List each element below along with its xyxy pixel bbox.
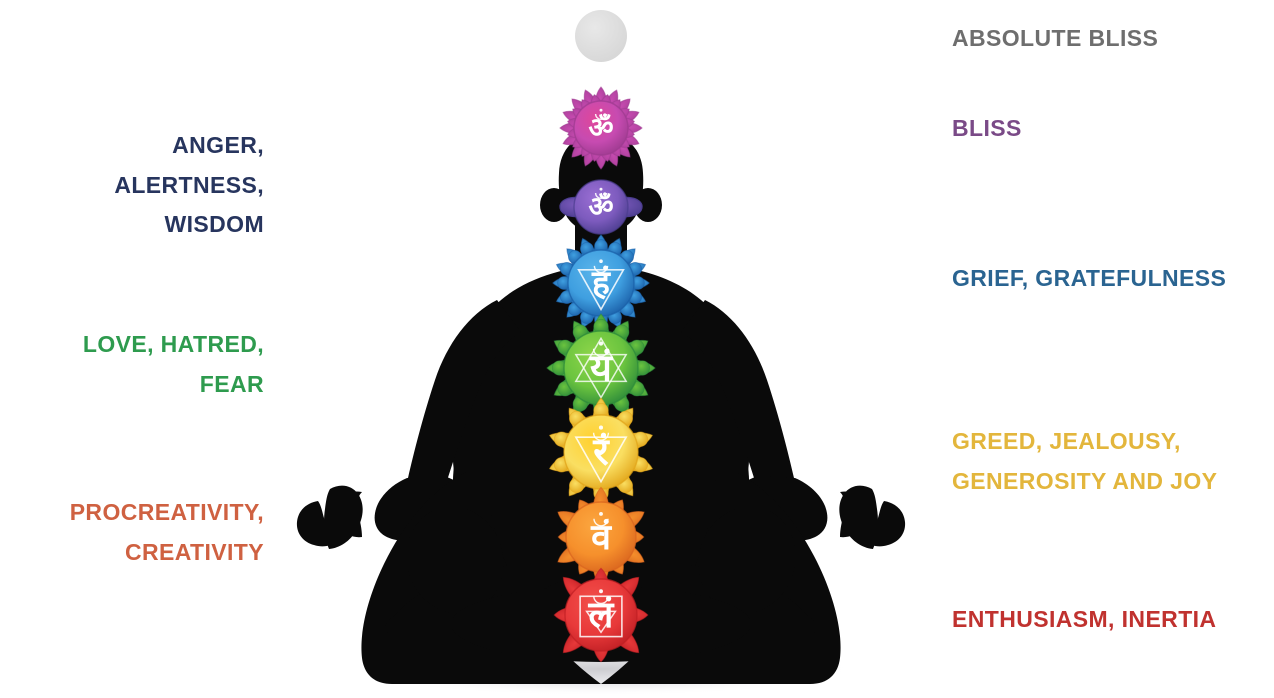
label-greed-jealousy-generosity-and-joy: GREED, JEALOUSY, GENEROSITY AND JOY <box>952 428 1218 494</box>
chakra-seed-glyph-sacral: वं <box>590 517 612 558</box>
chakra-seed-glyph-crown: ॐ <box>588 112 613 144</box>
chakra-soul-star[interactable] <box>575 10 627 62</box>
label-enthusiasm-inertia: ENTHUSIASM, INERTIA <box>952 606 1217 632</box>
chakra-seed-glyph-solar-plexus: रं <box>592 430 610 474</box>
chakra-root[interactable]: लं <box>545 559 657 671</box>
chakra-heart[interactable]: यं <box>544 311 659 426</box>
chakra-third-eye[interactable]: ॐ <box>559 165 643 249</box>
label-procreativity-creativity: PROCREATIVITY, CREATIVITY <box>69 499 264 565</box>
label-grief-gratefulness: GRIEF, GRATEFULNESS <box>952 265 1227 291</box>
chakra-sacral[interactable]: वं <box>547 483 656 592</box>
chakra-crown[interactable]: ॐ <box>559 86 643 170</box>
chakra-seed-glyph-third-eye: ॐ <box>588 191 613 223</box>
label-love-hatred-fear: LOVE, HATRED, FEAR <box>82 331 264 397</box>
label-bliss: BLISS <box>952 115 1022 141</box>
chakra-seed-glyph-heart: यं <box>589 346 613 390</box>
chakra-seed-glyph-root: लं <box>588 593 615 636</box>
label-anger-alertness-wisdom: ANGER, ALERTNESS, WISDOM <box>114 132 264 238</box>
soul-star-orb-icon <box>575 10 627 62</box>
chakra-seed-glyph-throat: हं <box>591 263 611 302</box>
label-absolute-bliss: ABSOLUTE BLISS <box>952 25 1159 51</box>
